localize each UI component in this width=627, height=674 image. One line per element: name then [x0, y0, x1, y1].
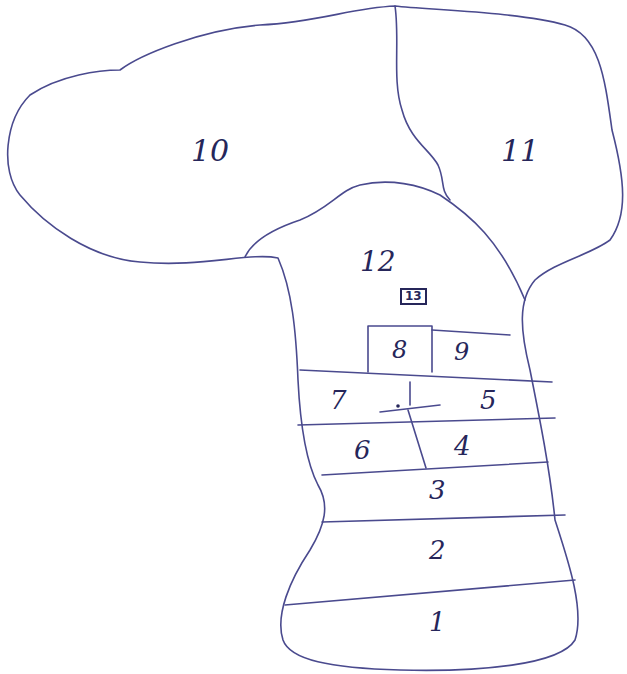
map-region: 4: [454, 432, 471, 461]
band-border: [285, 580, 575, 605]
map-region: 7: [330, 386, 347, 415]
map-region: 5: [480, 386, 497, 415]
border-12-top: [245, 182, 525, 300]
map-region: 1213: [360, 247, 396, 278]
band-border: [298, 418, 555, 425]
map-region: 10: [191, 134, 229, 167]
region-number: 2: [429, 536, 446, 565]
region-number: 13: [405, 290, 422, 303]
border-10-11: [395, 6, 450, 200]
region-number: 7: [330, 386, 347, 415]
region-number: 10: [191, 134, 229, 167]
region-number: 5: [480, 386, 497, 415]
map-region: 11: [501, 134, 539, 167]
region-number: 8: [392, 337, 407, 363]
map-region: 8: [392, 337, 407, 363]
region-number: 9: [454, 339, 469, 365]
region-number: 12: [360, 247, 396, 278]
border-9-top: [432, 330, 510, 335]
dot-mark: [396, 404, 400, 408]
map-region: 6: [354, 436, 371, 465]
border-7-5: [409, 382, 411, 405]
map-region: 2: [429, 536, 446, 565]
short-border: [380, 405, 440, 412]
region-number: 3: [429, 476, 446, 505]
band-border: [300, 370, 552, 382]
map-region: 13: [400, 288, 427, 305]
region-number: 6: [354, 436, 371, 465]
map-region: 9: [454, 339, 469, 365]
band-border: [322, 515, 565, 522]
region-8-box: [368, 326, 432, 372]
region-number: 11: [501, 134, 539, 167]
region-number: 1: [429, 608, 446, 637]
region-number: 4: [454, 432, 471, 461]
map-outline: [8, 6, 623, 670]
map-region: 1: [429, 608, 446, 637]
map-region: 3: [429, 476, 446, 505]
border-6-4: [408, 410, 426, 468]
